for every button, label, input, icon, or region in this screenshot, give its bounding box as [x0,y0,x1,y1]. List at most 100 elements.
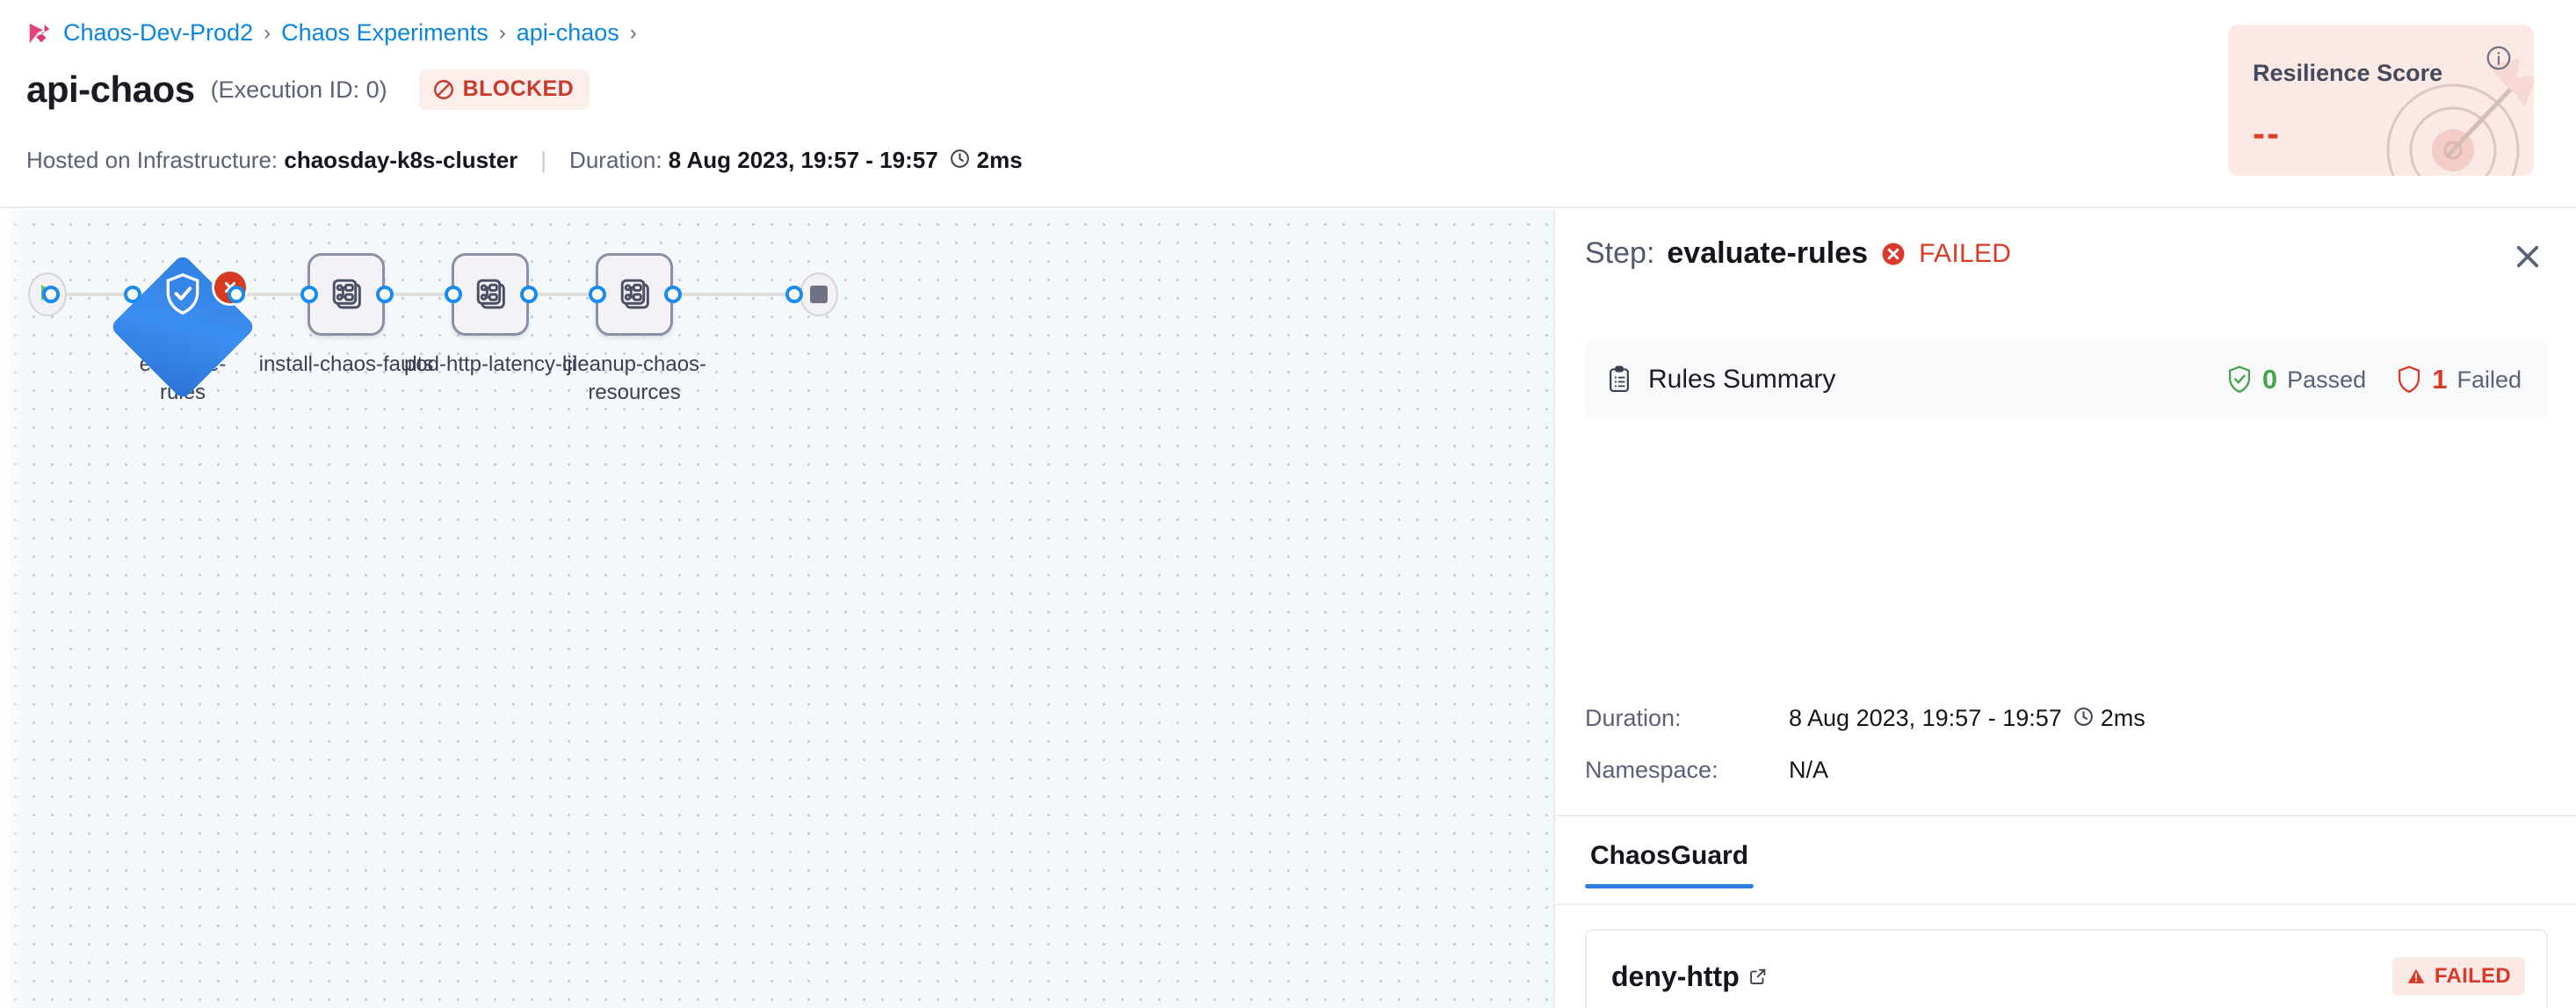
breadcrumb-separator: › [498,20,506,45]
duration-value: 8 Aug 2023, 19:57 - 19:57 [668,146,938,173]
pipeline-canvas[interactable]: evaluate-rules install-chaos-faults [0,210,1553,1008]
namespace-key: Namespace: [1585,757,1719,783]
pipeline-node-label: cleanup-chaos-resources [561,352,707,404]
rules-failed-stat: 1 Failed [2396,364,2522,395]
rule-status-label: FAILED [2434,964,2511,988]
harness-logo-icon [26,20,53,47]
pipeline-node-install-chaos-faults[interactable] [308,253,385,336]
pipeline-node-label: install-chaos-faults [258,352,434,376]
blocked-circle-icon [432,78,455,101]
clock-icon [2073,706,2095,734]
close-icon[interactable] [2511,240,2544,278]
tab-label: ChaosGuard [1590,841,1749,870]
meta-divider: | [540,146,547,173]
error-x-icon [1880,241,1907,267]
rules-summary-left: Rules Summary [1606,365,1835,395]
port-install-in[interactable] [300,286,318,303]
status-badge-label: BLOCKED [462,76,575,101]
rule-name-label: deny-http [1611,960,1740,992]
panel-duration-elapsed: 2ms [2100,704,2145,731]
meta-row: Hosted on Infrastructure: chaosday-k8s-c… [26,146,1023,174]
pipeline-node-cleanup-chaos-resources[interactable] [596,253,673,336]
resilience-score-title: Resilience Score [2253,60,2443,86]
panel-duration-value: 8 Aug 2023, 19:57 - 19:57 [1789,704,2062,731]
tabs-baseline [1555,903,2576,905]
rule-card-header: deny-http [1611,957,2525,996]
breadcrumb-separator: › [264,20,271,45]
edge-podhttp-cleanup [527,293,629,296]
panel-title: Step: evaluate-rules FAILED [1585,236,2011,271]
port-podhttp-in[interactable] [445,286,462,303]
port-cleanup-out[interactable] [664,286,682,303]
duration-elapsed: 2ms [976,146,1023,173]
clipboard-icon [1606,366,1632,394]
pipeline-node-pod-http-latency[interactable] [452,253,529,336]
panel-tabs: ChaosGuard [1585,825,1755,888]
rules-failed-label: Failed [2457,366,2522,393]
edge-cleanup-end [671,293,791,296]
detail-row-namespace: Namespace: N/A [1585,757,1828,784]
stop-square-icon [810,286,828,303]
port-evaluate-out[interactable] [228,286,245,303]
port-install-out[interactable] [376,286,394,303]
rule-status-badge: FAILED [2391,957,2525,996]
rule-name-link[interactable]: deny-http [1611,961,1768,993]
breadcrumb-item-0[interactable]: Chaos-Dev-Prod2 [63,19,254,46]
pipeline-node-evaluate-rules[interactable] [109,243,257,401]
resilience-score-card: Resilience Score -- [2228,25,2534,176]
shield-check-icon [2226,365,2253,395]
rules-summary-box: Rules Summary 0 Passed [1585,340,2548,419]
infra-value: chaosday-k8s-cluster [284,146,518,173]
port-evaluate-in[interactable] [124,286,141,303]
port-cleanup-in[interactable] [589,286,606,303]
panel-divider [1555,815,2576,816]
duration-key: Duration: [1585,704,1682,731]
port-start-out[interactable] [42,286,60,303]
step-name: evaluate-rules [1667,236,1869,270]
target-dart-icon [2356,38,2534,176]
chaos-step-icon [326,272,366,317]
port-end-in[interactable] [785,286,803,303]
edge-evaluate-install [235,293,309,296]
breadcrumb: Chaos-Dev-Prod2 › Chaos Experiments › ap… [26,19,637,47]
port-podhttp-out[interactable] [520,286,538,303]
execution-id: (Execution ID: 0) [210,76,387,103]
warning-triangle-icon [2406,967,2426,986]
pipeline-node-label: pod-http-latency-lji [403,352,577,376]
tab-chaosguard[interactable]: ChaosGuard [1585,825,1755,888]
rule-card-deny-http: deny-http [1585,929,2548,1008]
duration-value-group: 8 Aug 2023, 19:57 - 19:57 2ms [1789,704,2145,732]
step-prefix-label: Step: [1585,236,1655,270]
clock-icon [949,148,971,176]
step-status: FAILED [1919,238,2012,268]
status-badge: BLOCKED [418,69,590,110]
rules-summary-label: Rules Summary [1648,365,1836,394]
breadcrumb-item-1[interactable]: Chaos Experiments [281,19,488,46]
external-link-icon [1748,967,1768,986]
info-circle-icon[interactable] [2485,44,2513,76]
infra-label: Hosted on Infrastructure: [26,146,279,173]
edge-start-evaluate [67,293,139,296]
namespace-value: N/A [1789,757,1829,783]
pipeline-graph: evaluate-rules install-chaos-faults [0,210,1553,1008]
title-row: api-chaos (Execution ID: 0) BLOCKED [26,69,590,111]
page-header: Chaos-Dev-Prod2 › Chaos Experiments › ap… [0,0,2576,208]
pipeline-end-node[interactable] [800,272,838,316]
rules-failed-count: 1 [2432,364,2448,395]
breadcrumb-item-2[interactable]: api-chaos [516,19,619,46]
panel-header: Step: evaluate-rules FAILED [1555,210,2576,314]
rules-passed-label: Passed [2287,366,2367,393]
step-details-panel: Step: evaluate-rules FAILED [1553,210,2576,1008]
chaos-step-icon [614,272,655,317]
shield-outline-icon [2396,365,2422,395]
page-title: api-chaos [26,69,195,110]
duration-label: Duration: [569,146,662,173]
detail-row-duration: Duration: 8 Aug 2023, 19:57 - 19:57 2ms [1585,704,2145,732]
breadcrumb-separator-trailing: › [629,20,637,45]
rules-passed-stat: 0 Passed [2226,364,2366,395]
edge-install-podhttp [383,293,485,296]
chaos-step-icon [470,272,510,317]
rules-passed-count: 0 [2261,364,2278,395]
rules-summary-right: 0 Passed 1 Failed [2226,364,2522,395]
